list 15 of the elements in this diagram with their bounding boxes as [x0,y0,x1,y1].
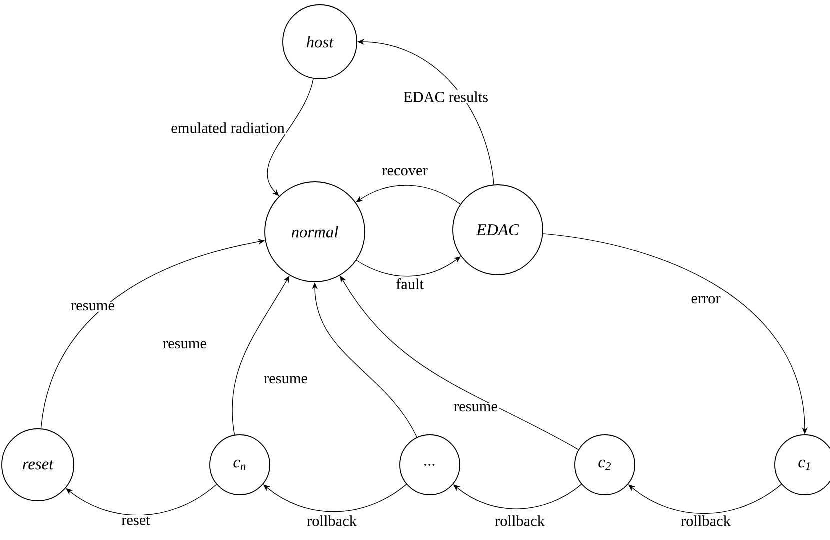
edge-label: fault [394,277,426,291]
edge-label: resume [162,340,208,350]
edge-label: resume [70,302,116,312]
edge-label: resume [452,403,500,413]
edge-label: reset [120,515,152,527]
arrow [267,78,314,196]
edge-label: rollback [494,514,546,528]
edge-label: resume [262,375,310,385]
edge-label: rollback [306,514,358,528]
arrow [356,185,461,205]
edge-label: error [690,295,722,305]
edge-label: rollback [680,514,732,528]
edge-label: emulated radiation [170,121,286,135]
edge-label: EDAC results [402,90,490,104]
edge-label: recover [381,167,429,177]
